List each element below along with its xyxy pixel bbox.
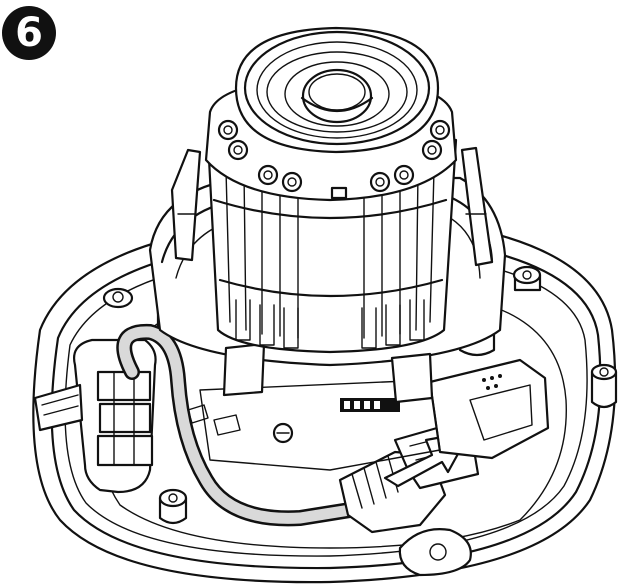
ethernet-port — [428, 358, 550, 460]
cooling-fins — [225, 169, 435, 349]
step-number-badge: 6 — [2, 6, 56, 60]
ir-led-right-bottom — [393, 164, 415, 186]
ir-led-left-bottom — [257, 164, 279, 186]
circuit-board — [187, 379, 441, 471]
ir-led-right-upper — [429, 119, 451, 141]
screw-center — [272, 422, 294, 444]
ir-led-center-left — [281, 171, 303, 193]
ir-led-left-lower — [227, 139, 249, 161]
screw-post-right — [590, 363, 618, 409]
lens-glass — [300, 68, 374, 124]
ir-led-center-right — [369, 171, 391, 193]
screw-post-bottom-left — [158, 488, 188, 525]
ir-led-right-lower — [421, 139, 443, 161]
lens-assembly — [234, 26, 440, 154]
screw-post-right-top — [512, 265, 542, 292]
ethernet-cable — [116, 323, 358, 527]
screw-post-left — [102, 287, 134, 309]
ir-led-left-upper — [217, 119, 239, 141]
